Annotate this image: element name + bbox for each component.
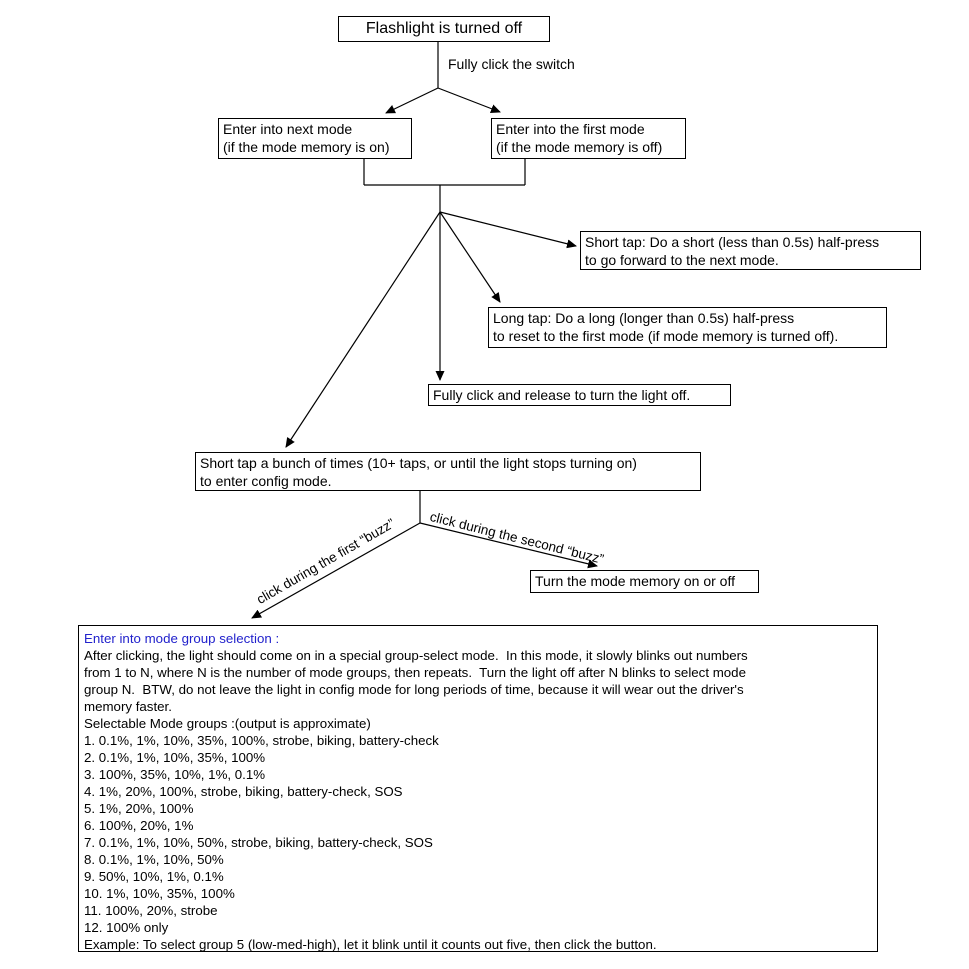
mode-group-item: 5. 1%, 20%, 100%: [84, 801, 194, 816]
edge-label-first-buzz: click during the first “buzz”: [254, 515, 398, 607]
node-enter-config-mode-line2: to enter config mode.: [200, 473, 332, 489]
node-turn-light-off: Fully click and release to turn the ligh…: [428, 384, 731, 406]
edge-to-long-tap: [439, 211, 501, 303]
edge-label-second-buzz: click during the second “buzz”: [428, 509, 606, 567]
mode-group-paragraph-line: group N. BTW, do not leave the light in …: [84, 682, 744, 697]
node-enter-config-mode: Short tap a bunch of times (10+ taps, or…: [195, 452, 701, 491]
node-short-tap-line1: Short tap: Do a short (less than 0.5s) h…: [585, 234, 880, 250]
edge-to-config: [285, 211, 441, 448]
mode-group-item: 2. 0.1%, 1%, 10%, 35%, 100%: [84, 750, 266, 765]
edge-to-next-mode: [385, 87, 439, 114]
node-enter-config-mode-line1: Short tap a bunch of times (10+ taps, or…: [200, 455, 637, 471]
mode-group-item: 1. 0.1%, 1%, 10%, 35%, 100%, strobe, bik…: [84, 733, 439, 748]
mode-group-item: 4. 1%, 20%, 100%, strobe, biking, batter…: [84, 784, 403, 799]
node-mode-memory-toggle-line1: Turn the mode memory on or off: [535, 573, 735, 589]
edge-to-short-tap: [439, 211, 577, 249]
node-long-tap: Long tap: Do a long (longer than 0.5s) h…: [488, 307, 887, 348]
node-flashlight-off: Flashlight is turned off: [338, 16, 550, 42]
mode-group-item: 10. 1%, 10%, 35%, 100%: [84, 886, 235, 901]
node-long-tap-line2: to reset to the first mode (if mode memo…: [493, 328, 839, 344]
edge-to-first-mode: [437, 87, 501, 113]
mode-group-item: 11. 100%, 20%, strobe: [84, 903, 218, 918]
node-enter-first-mode: Enter into the first mode (if the mode m…: [491, 118, 686, 159]
node-enter-first-mode-line1: Enter into the first mode: [496, 121, 645, 137]
mode-group-item: 8. 0.1%, 1%, 10%, 50%: [84, 852, 224, 867]
mode-group-item: 9. 50%, 10%, 1%, 0.1%: [84, 869, 224, 884]
node-long-tap-line1: Long tap: Do a long (longer than 0.5s) h…: [493, 310, 795, 326]
mode-group-item: 12. 100% only: [84, 920, 169, 935]
node-enter-next-mode: Enter into next mode (if the mode memory…: [218, 118, 412, 159]
node-short-tap-line2: to go forward to the next mode.: [585, 252, 779, 268]
mode-group-paragraph-line: from 1 to N, where N is the number of mo…: [84, 665, 746, 680]
edge-first-buzz: [251, 522, 421, 619]
mode-groups-header: Selectable Mode groups :(output is appro…: [84, 716, 371, 731]
mode-group-item: 6. 100%, 20%, 1%: [84, 818, 194, 833]
node-flashlight-off-label: Flashlight is turned off: [365, 20, 523, 37]
mode-group-item: 7. 0.1%, 1%, 10%, 50%, strobe, biking, b…: [84, 835, 433, 850]
node-turn-light-off-line1: Fully click and release to turn the ligh…: [433, 387, 691, 403]
mode-group-paragraph-line: memory faster.: [84, 699, 172, 714]
mode-group-example: Example: To select group 5 (low-med-high…: [84, 937, 657, 952]
node-short-tap: Short tap: Do a short (less than 0.5s) h…: [580, 231, 921, 270]
mode-group-selection-title: Enter into mode group selection :: [84, 631, 280, 646]
node-mode-group-selection: Enter into mode group selection : After …: [78, 625, 878, 952]
node-enter-next-mode-line2: (if the mode memory is on): [223, 139, 390, 155]
node-enter-next-mode-line1: Enter into next mode: [223, 121, 353, 137]
mode-group-paragraph-line: After clicking, the light should come on…: [84, 648, 748, 663]
node-mode-memory-toggle: Turn the mode memory on or off: [530, 570, 759, 593]
node-enter-first-mode-line2: (if the mode memory is off): [496, 139, 663, 155]
edge-label-fully-click: Fully click the switch: [448, 56, 575, 72]
mode-group-item: 3. 100%, 35%, 10%, 1%, 0.1%: [84, 767, 266, 782]
